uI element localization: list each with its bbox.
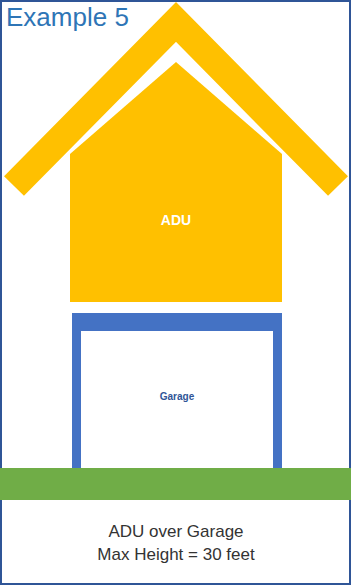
pentagon-outline (70, 62, 282, 302)
garage-outline (72, 313, 282, 468)
garage-structure (72, 313, 282, 468)
diagram-title: Example 5 (6, 2, 129, 33)
garage-frame: Garage (72, 313, 282, 468)
diagram-caption: ADU over Garage Max Height = 30 feet (95, 520, 257, 566)
node-label: ADU (82, 212, 270, 228)
adu-body (70, 62, 282, 302)
adu-house: ADU (70, 62, 282, 302)
ground (0, 468, 351, 500)
node-label: Garage (84, 391, 270, 402)
